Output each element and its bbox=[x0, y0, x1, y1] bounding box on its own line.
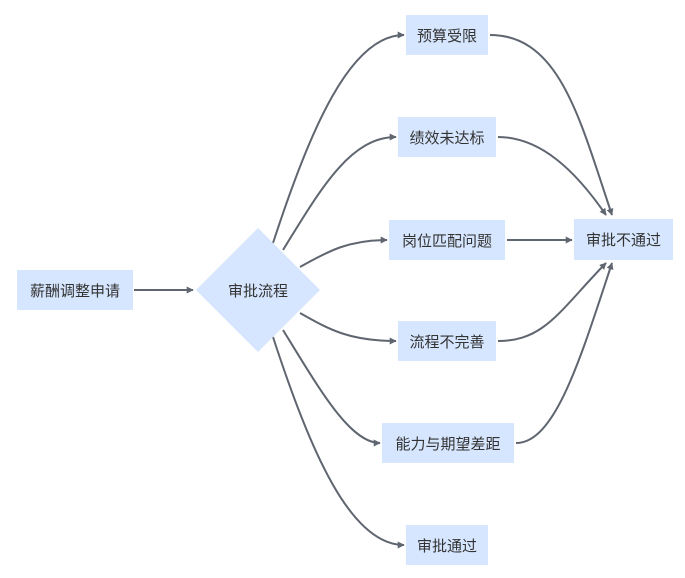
edge-process-to-rejected bbox=[497, 262, 607, 342]
node-rejected: 审批不通过 bbox=[574, 219, 673, 260]
node-budget-limited: 预算受限 bbox=[406, 15, 488, 55]
diamond-shape bbox=[196, 228, 320, 352]
edge-budget-to-rejected bbox=[489, 34, 614, 216]
node-ability-expectation-gap: 能力与期望差距 bbox=[382, 423, 514, 463]
edge-decision-to-budget bbox=[272, 31, 405, 244]
edge-decision-to-approved bbox=[272, 336, 405, 549]
node-process-imperfect: 流程不完善 bbox=[398, 321, 496, 361]
node-approval-process-diamond: 审批流程 bbox=[196, 228, 320, 352]
edge-decision-to-ability bbox=[282, 329, 381, 447]
node-performance-not-met: 绩效未达标 bbox=[398, 117, 496, 157]
node-salary-adjustment-request: 薪酬调整申请 bbox=[17, 270, 133, 310]
node-approval-process-label: 审批流程 bbox=[227, 281, 288, 300]
node-approved: 审批通过 bbox=[406, 525, 488, 565]
edge-decision-to-performance bbox=[282, 133, 397, 251]
node-position-match-issue: 岗位匹配问题 bbox=[389, 220, 505, 260]
edge-ability-to-rejected bbox=[515, 262, 614, 444]
edge-decision-to-process bbox=[299, 312, 397, 345]
edge-performance-to-rejected bbox=[497, 136, 607, 216]
edge-decision-to-position bbox=[299, 236, 388, 268]
